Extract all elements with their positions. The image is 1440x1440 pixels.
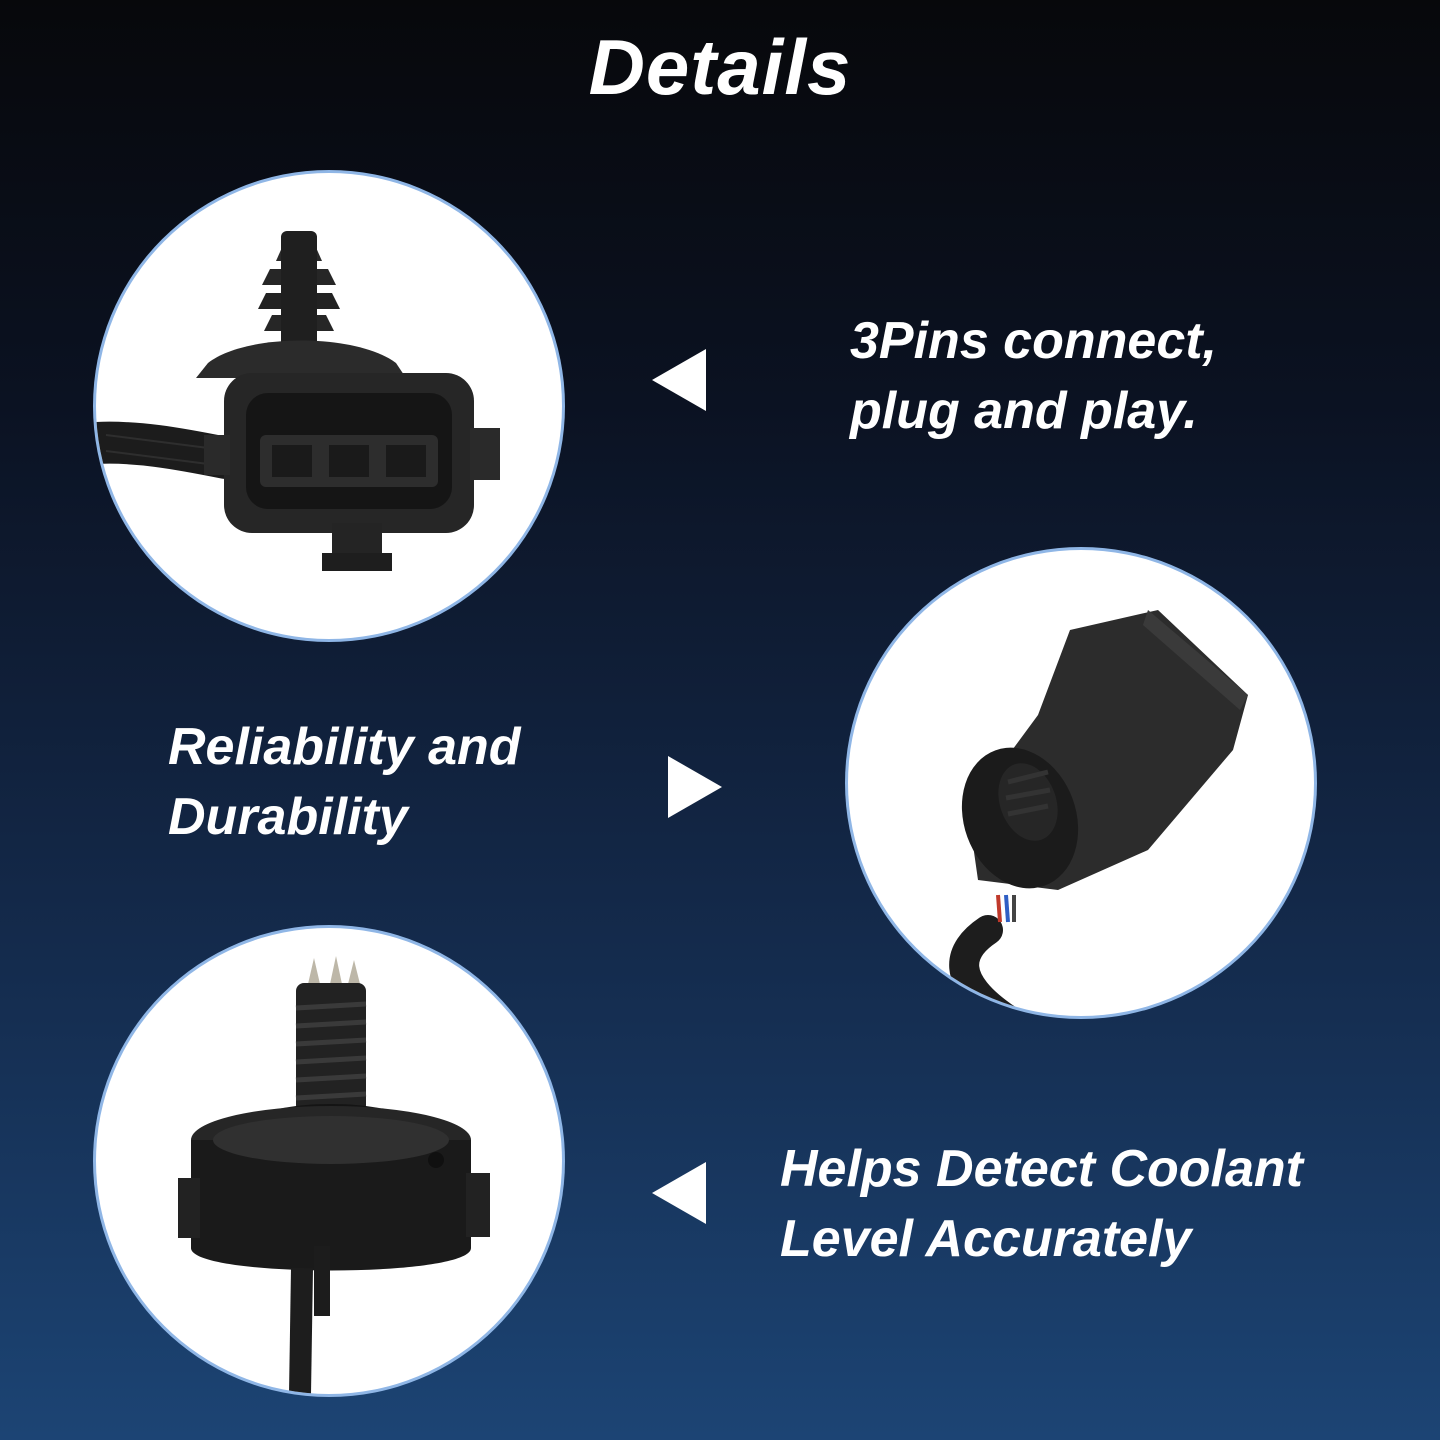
caption-line: plug and play. (850, 382, 1198, 440)
feature-caption-reliability: Reliability and Durability (168, 712, 521, 852)
caption-line: Reliability and (168, 718, 521, 776)
caption-line: Durability (168, 788, 408, 846)
connector-plug-illustration (949, 610, 1248, 1016)
caption-line: Level Accurately (780, 1210, 1192, 1268)
pointer-left-arrow-icon (652, 1162, 706, 1224)
pointer-left-arrow-icon (652, 349, 706, 411)
pointer-right-arrow-icon (668, 756, 722, 818)
coolant-sensor-illustration (178, 956, 490, 1394)
caption-line: Helps Detect Coolant (780, 1140, 1303, 1198)
feature-caption-pins: 3Pins connect, plug and play. (850, 306, 1217, 446)
connector-closeup-image (96, 173, 562, 639)
plug-side-view-image (848, 550, 1314, 1016)
coolant-sensor-image (96, 928, 562, 1394)
feature-caption-coolant: Helps Detect Coolant Level Accurately (780, 1134, 1303, 1274)
caption-line: 3Pins connect, (850, 312, 1217, 370)
page-title: Details (588, 23, 852, 111)
connector-3pin-illustration (96, 231, 500, 571)
